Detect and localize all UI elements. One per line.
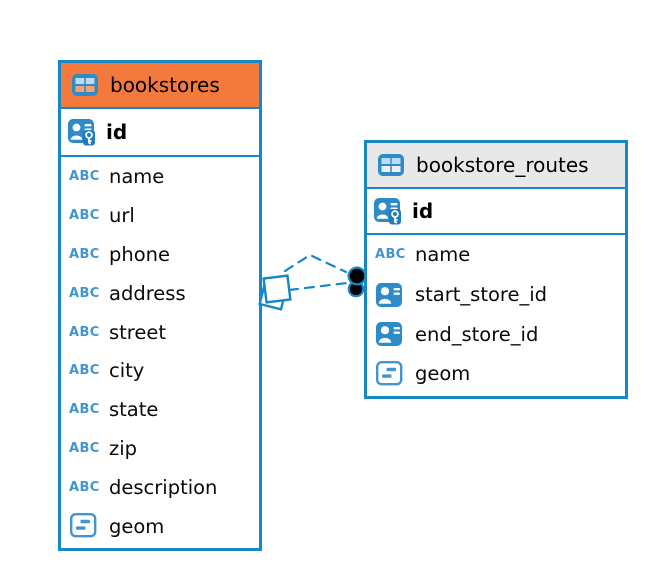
table-title: bookstores: [110, 73, 220, 97]
field-label: description: [109, 476, 218, 500]
table-header-bookstore-routes[interactable]: bookstore_routes: [367, 143, 625, 189]
field-label: phone: [109, 242, 171, 266]
field-label: name: [109, 164, 165, 188]
relation-dots-end-symbol: [347, 266, 367, 298]
field-row[interactable]: start_store_id: [367, 275, 625, 315]
field-label: end_store_id: [415, 322, 539, 346]
text-type-icon: ABC: [69, 168, 100, 184]
table-icon: [70, 74, 100, 96]
text-type-icon: ABC: [69, 480, 100, 496]
text-type-icon: ABC: [69, 285, 100, 301]
field-row[interactable]: geom: [61, 507, 259, 546]
field-row[interactable]: ABC url: [61, 196, 259, 235]
text-type-icon: ABC: [69, 324, 100, 340]
text-type-icon: ABC: [69, 207, 100, 223]
field-row[interactable]: geom: [367, 354, 625, 394]
geometry-type-icon: [69, 513, 99, 539]
text-type-icon: ABC: [69, 441, 100, 457]
field-row[interactable]: ABC phone: [61, 235, 259, 274]
field-row[interactable]: ABC name: [61, 157, 259, 196]
field-list: ABC name start_store_id: [367, 235, 625, 396]
field-label: start_store_id: [415, 283, 548, 307]
primary-key-row[interactable]: id: [367, 189, 625, 235]
field-label: url: [109, 203, 135, 227]
field-row[interactable]: ABC zip: [61, 429, 259, 468]
field-row[interactable]: ABC street: [61, 313, 259, 352]
table-bookstore-routes[interactable]: bookstore_routes id: [364, 140, 628, 399]
text-type-icon: ABC: [69, 246, 100, 262]
reference-type-icon: [375, 321, 405, 347]
primary-key-icon: [68, 117, 98, 147]
primary-key-row[interactable]: id: [61, 109, 259, 157]
field-row[interactable]: ABC name: [367, 235, 625, 275]
field-label: name: [415, 243, 471, 267]
field-label: zip: [109, 437, 138, 461]
field-label: city: [109, 359, 145, 383]
relation-line-upper: [283, 253, 348, 274]
field-label: geom: [415, 362, 471, 386]
field-row[interactable]: ABC city: [61, 351, 259, 390]
field-label: address: [109, 281, 186, 305]
field-label: geom: [109, 514, 165, 538]
table-title: bookstore_routes: [416, 153, 589, 177]
field-label: state: [109, 398, 159, 422]
primary-key-label: id: [106, 120, 128, 144]
text-type-icon: ABC: [375, 247, 406, 263]
geometry-type-icon: [375, 360, 405, 387]
text-type-icon: ABC: [69, 363, 100, 379]
field-row[interactable]: ABC description: [61, 468, 259, 507]
relation-line-lower: [287, 281, 349, 292]
primary-key-label: id: [412, 199, 434, 223]
field-row[interactable]: ABC address: [61, 274, 259, 313]
table-bookstores[interactable]: bookstores id A: [58, 60, 262, 551]
text-type-icon: ABC: [69, 402, 100, 418]
relation-squares-end-symbol: [258, 274, 292, 311]
field-row[interactable]: end_store_id: [367, 314, 625, 354]
field-list: ABC name ABC url ABC phone ABC address A…: [61, 157, 259, 548]
table-header-bookstores[interactable]: bookstores: [61, 63, 259, 109]
field-row[interactable]: ABC state: [61, 390, 259, 429]
reference-type-icon: [375, 282, 405, 308]
primary-key-icon: [374, 196, 404, 226]
table-icon: [376, 154, 406, 176]
field-label: street: [109, 320, 167, 344]
